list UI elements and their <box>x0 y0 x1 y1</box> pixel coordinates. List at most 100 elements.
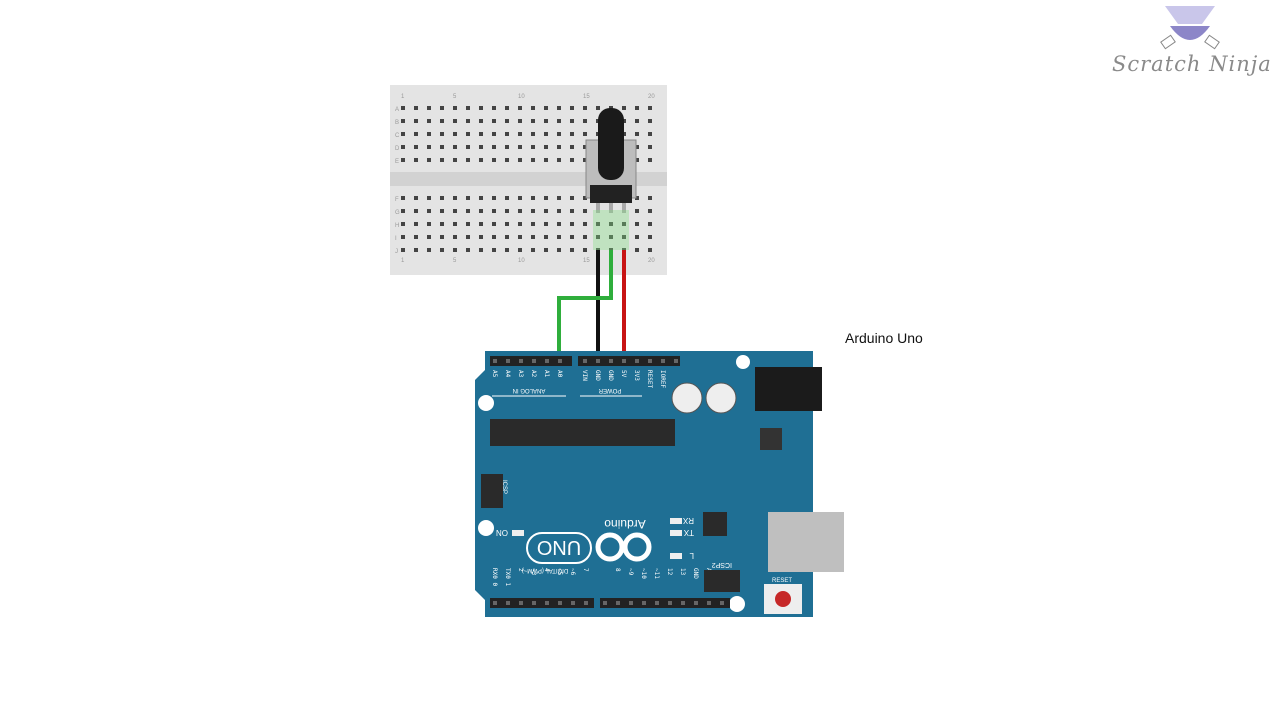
breadboard-hole <box>570 209 574 213</box>
breadboard-hole <box>427 106 431 110</box>
breadboard-hole <box>492 106 496 110</box>
breadboard-row-label: B <box>395 120 399 126</box>
board-label: ON <box>496 528 508 537</box>
breadboard-hole <box>479 196 483 200</box>
pin-label: 2 <box>517 568 524 572</box>
breadboard-hole <box>596 235 600 239</box>
pin-label: GND <box>607 370 614 381</box>
breadboard-column-label: 1 <box>401 258 405 264</box>
breadboard-hole <box>492 222 496 226</box>
breadboard-hole <box>466 196 470 200</box>
breadboard-hole <box>596 106 600 110</box>
breadboard-hole <box>505 248 509 252</box>
breadboard-hole <box>518 235 522 239</box>
breadboard-hole <box>453 248 457 252</box>
breadboard-hole <box>401 106 405 110</box>
breadboard-hole <box>505 235 509 239</box>
pin-label: RX0 0 <box>491 568 498 586</box>
breadboard-hole <box>440 158 444 162</box>
board-label: L <box>689 551 694 560</box>
header-pin <box>648 359 652 363</box>
breadboard-hole <box>414 222 418 226</box>
breadboard-hole <box>570 196 574 200</box>
breadboard-hole <box>505 196 509 200</box>
breadboard-hole <box>570 106 574 110</box>
pin-label: A4 <box>504 370 511 378</box>
breadboard-hole <box>622 222 626 226</box>
breadboard-hole <box>453 235 457 239</box>
header-pin <box>681 601 685 605</box>
breadboard-hole <box>414 196 418 200</box>
breadboard-hole <box>466 106 470 110</box>
header-pin <box>558 359 562 363</box>
board-label: RESET <box>772 578 792 584</box>
breadboard-hole <box>414 132 418 136</box>
breadboard-hole <box>531 235 535 239</box>
breadboard-column-label: 10 <box>518 94 525 100</box>
breadboard-hole <box>479 222 483 226</box>
breadboard-hole <box>401 235 405 239</box>
breadboard-hole <box>648 196 652 200</box>
pin-label: VIN <box>581 370 588 381</box>
breadboard-hole <box>414 248 418 252</box>
breadboard-hole <box>570 132 574 136</box>
breadboard-hole <box>479 158 483 162</box>
breadboard-hole <box>531 145 535 149</box>
breadboard-hole <box>414 235 418 239</box>
breadboard-hole <box>505 132 509 136</box>
breadboard-hole <box>557 235 561 239</box>
breadboard-hole <box>479 119 483 123</box>
breadboard-hole <box>518 132 522 136</box>
breadboard-column-label: 5 <box>453 258 457 264</box>
breadboard-hole <box>440 196 444 200</box>
breadboard-hole <box>648 222 652 226</box>
breadboard-hole <box>479 106 483 110</box>
breadboard-hole <box>505 209 509 213</box>
breadboard-hole <box>466 119 470 123</box>
breadboard-column-label: 20 <box>648 94 655 100</box>
breadboard-hole <box>401 248 405 252</box>
arduino-brand-text: Arduino <box>604 517 646 531</box>
breadboard-hole <box>492 209 496 213</box>
breadboard-hole <box>557 248 561 252</box>
pin-label: GND <box>692 568 699 579</box>
breadboard-hole <box>401 145 405 149</box>
header-pin <box>506 601 510 605</box>
breadboard-hole <box>401 222 405 226</box>
header-pin <box>493 359 497 363</box>
breadboard-hole <box>648 248 652 252</box>
breadboard-hole <box>648 132 652 136</box>
breadboard-hole <box>492 132 496 136</box>
breadboard-hole <box>583 248 587 252</box>
breadboard-hole <box>414 158 418 162</box>
pin-label: 5V <box>620 370 627 378</box>
header-pin <box>720 601 724 605</box>
breadboard-hole <box>505 222 509 226</box>
pin-label: ~6 <box>569 568 576 576</box>
breadboard-hole <box>635 132 639 136</box>
breadboard-hole <box>505 145 509 149</box>
breadboard-hole <box>414 209 418 213</box>
breadboard-hole <box>570 222 574 226</box>
breadboard-hole <box>401 158 405 162</box>
header-pin <box>583 359 587 363</box>
header-pin <box>622 359 626 363</box>
breadboard-hole <box>648 145 652 149</box>
breadboard-hole <box>609 235 613 239</box>
pin-label: A3 <box>517 370 524 378</box>
breadboard-hole <box>557 132 561 136</box>
breadboard-row-label: J <box>395 249 398 255</box>
board-label: POWER <box>598 387 621 393</box>
pin-label: GND <box>594 370 601 381</box>
breadboard-hole <box>453 158 457 162</box>
breadboard-hole <box>544 209 548 213</box>
breadboard-hole <box>414 106 418 110</box>
breadboard-hole <box>440 119 444 123</box>
ninja-logo-icon <box>1160 6 1220 50</box>
breadboard-hole <box>518 158 522 162</box>
breadboard-hole <box>466 158 470 162</box>
logo-text: Scratch Ninja <box>1112 52 1272 76</box>
pin-label: 3V3 <box>633 370 640 381</box>
breadboard-hole <box>583 132 587 136</box>
breadboard-hole <box>570 235 574 239</box>
